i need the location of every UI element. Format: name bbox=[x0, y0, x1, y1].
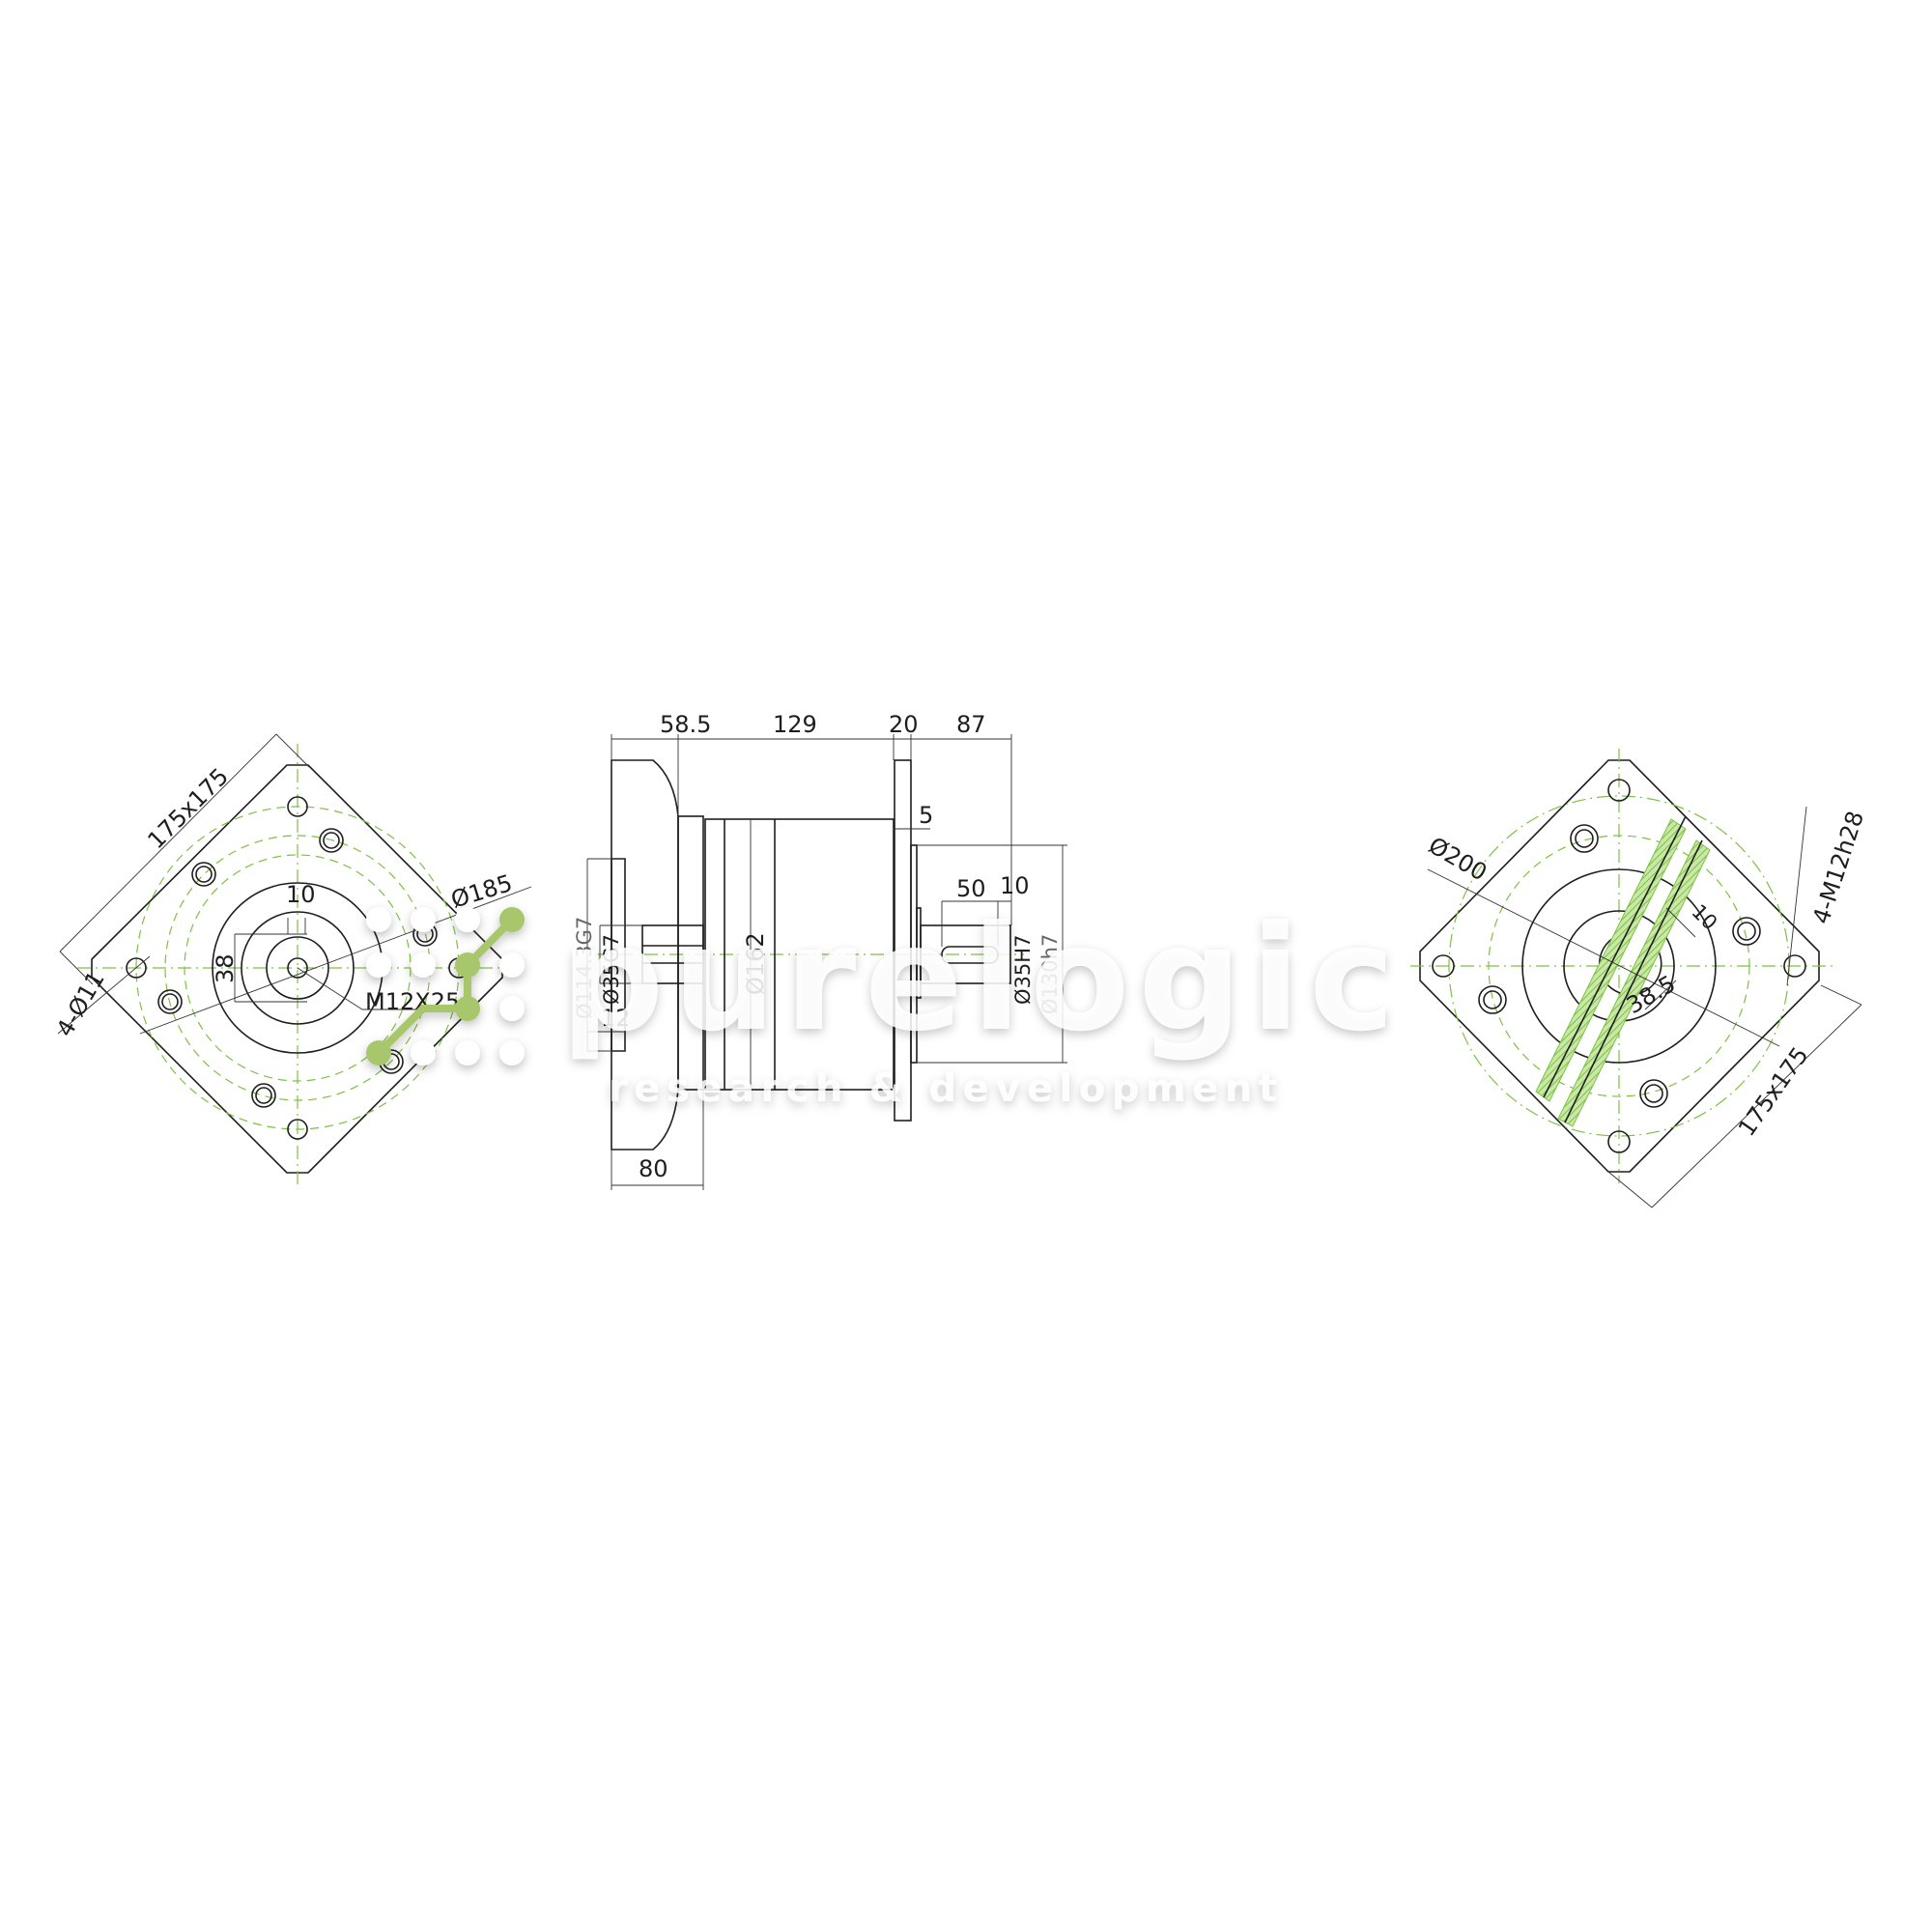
dia-130h7: Ø130h7 bbox=[1038, 934, 1062, 1014]
dia-114-3: Ø114.3G7 bbox=[573, 917, 596, 1019]
right-size-label: 175x175 bbox=[1733, 1042, 1814, 1142]
right-plain-holes bbox=[1432, 779, 1806, 1153]
inner-pcd-circle bbox=[1488, 835, 1750, 1097]
watermark-logo: purelogic research & development bbox=[366, 895, 1401, 1111]
dim-20: 20 bbox=[889, 711, 919, 738]
dim-58-5: 58.5 bbox=[660, 711, 711, 738]
side-view: 58.5 129 20 87 5 50 10 80 12 Ø162 Ø114.3… bbox=[573, 711, 1067, 1190]
watermark-tagline: research & development bbox=[609, 1066, 1285, 1111]
side-dimension-lines bbox=[586, 734, 1067, 1190]
hub-circle bbox=[266, 936, 329, 1000]
dim-129: 129 bbox=[773, 711, 817, 738]
dim-5: 5 bbox=[919, 802, 933, 829]
left-key-height-label: 38 bbox=[212, 953, 239, 983]
dim-87: 87 bbox=[956, 711, 986, 738]
left-key-width-label: 10 bbox=[286, 881, 316, 908]
left-holes-label: 4-Ø11 bbox=[51, 966, 110, 1041]
dim-12: 12 bbox=[601, 1005, 631, 1032]
center-circle bbox=[184, 854, 412, 1082]
dim-80: 80 bbox=[639, 1155, 668, 1182]
output-shaft bbox=[920, 924, 1011, 984]
dot-grid-logo bbox=[366, 907, 525, 1065]
left-flange-outline bbox=[91, 764, 503, 1174]
dia-35h7: Ø35H7 bbox=[1011, 935, 1035, 1005]
input-bore bbox=[641, 924, 704, 984]
right-thread-label: 4-M12h28 bbox=[1807, 808, 1869, 927]
dia-35g7: Ø35G7 bbox=[600, 934, 623, 1005]
left-size-label: 175x175 bbox=[142, 763, 234, 855]
right-end-view: Ø200 10 38.5 4-M12h28 175x175 bbox=[1410, 749, 1869, 1208]
right-counterbore-holes bbox=[1478, 824, 1761, 1108]
keyway-slot bbox=[941, 946, 999, 964]
dim-10: 10 bbox=[1000, 872, 1030, 899]
right-flange-outline bbox=[1419, 759, 1820, 1173]
dim-50: 50 bbox=[956, 875, 986, 902]
right-pcd-label: Ø200 bbox=[1424, 832, 1492, 887]
shaft-hole bbox=[287, 957, 308, 979]
gearbox-body bbox=[704, 818, 895, 1091]
right-key-label: 10 bbox=[1687, 900, 1721, 935]
dia-162: Ø162 bbox=[742, 932, 769, 995]
bore-circle bbox=[241, 911, 355, 1025]
watermark-brand: purelogic bbox=[560, 895, 1401, 1064]
hatched-section-bands bbox=[1535, 815, 1711, 1127]
left-dimension-lines bbox=[57, 733, 532, 1035]
left-pcd-label: Ø185 bbox=[448, 869, 516, 914]
right-dimension-lines bbox=[1427, 806, 1862, 1208]
right-outer-circle bbox=[1521, 868, 1717, 1064]
